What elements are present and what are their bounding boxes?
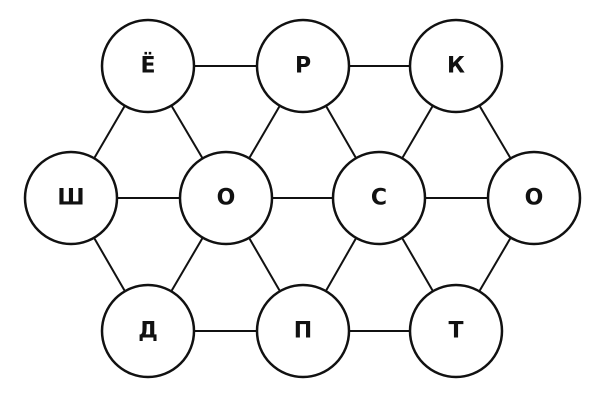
node-circle (486, 150, 582, 246)
node-circle (100, 283, 196, 379)
node-middle-1: Ш (23, 150, 119, 246)
node-letter: С (371, 186, 387, 211)
node-top-right: К (408, 18, 504, 114)
node-bottom-left: Д (100, 283, 196, 379)
node-top-middle: Р (255, 18, 351, 114)
node-bottom-right: Т (408, 283, 504, 379)
node-letter: О (217, 186, 236, 211)
node-letter: Д (138, 319, 158, 344)
node-middle-2: О (178, 150, 274, 246)
node-letter: Ё (140, 53, 155, 79)
node-circle (255, 18, 351, 114)
node-circle (23, 150, 119, 246)
node-circle (100, 18, 196, 114)
node-letter: Ш (57, 186, 84, 211)
node-circle (408, 18, 504, 114)
letter-nodes: Ё Р К Ш О С О Д П Т (23, 18, 582, 379)
node-letter: Р (295, 54, 311, 79)
node-middle-3: С (331, 150, 427, 246)
node-top-left: Ё (100, 18, 196, 114)
node-circle (408, 283, 504, 379)
node-letter: К (447, 54, 465, 79)
node-circle (255, 283, 351, 379)
node-bottom-middle: П (255, 283, 351, 379)
node-middle-4: О (486, 150, 582, 246)
node-letter: Т (448, 319, 463, 344)
node-letter: О (525, 186, 544, 211)
node-letter: П (294, 319, 312, 344)
node-circle (331, 150, 427, 246)
node-circle (178, 150, 274, 246)
